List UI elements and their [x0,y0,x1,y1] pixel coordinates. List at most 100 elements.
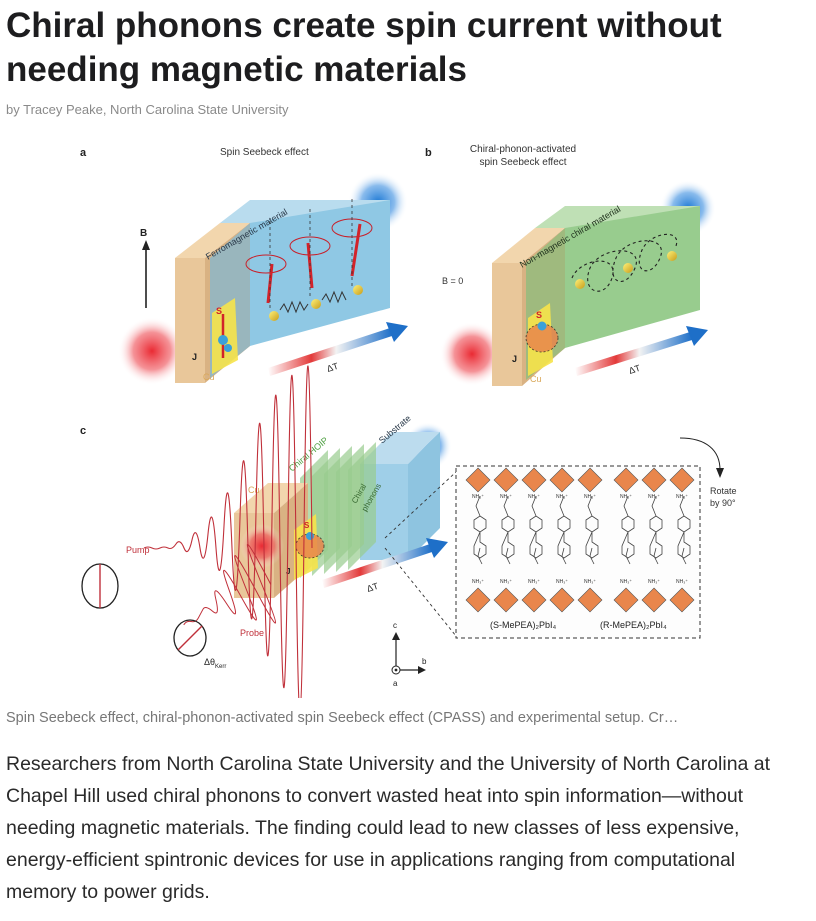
organic-chain-bonds-3 [557,495,571,565]
organic-chain-3: NH₃⁺NH₃⁺ [556,494,571,585]
panel-c-letter: c [80,425,86,437]
panel-b-title-line2: spin Seebeck effect [479,157,566,168]
organic-chain-5: NH₃⁺NH₃⁺ [620,494,635,585]
article-byline[interactable]: by Tracey Peake, North Carolina State Un… [6,102,289,117]
cu-block-top-b [492,228,565,263]
octahedron-0-7 [669,467,695,493]
probe-wave [183,544,277,626]
panel-b-title-line1: Chiral-phonon-activated [470,144,576,155]
probe-polarization [173,619,207,657]
octahedron-0-1 [493,467,519,493]
ball-a2 [311,299,321,309]
nh3-label-4-0: NH₃⁺ [584,494,596,500]
octahedron-0-0 [465,467,491,493]
b-field-arrowhead [142,240,150,250]
delta-t-label-b: ΔT [628,363,643,376]
nh3-label-1-0: NH₃⁺ [500,494,512,500]
nh3-label-5-1: NH₃⁺ [620,579,632,585]
octahedron-1-0 [465,587,491,613]
js-label-a: J [192,352,197,362]
axis-b-label: b [422,657,427,666]
s-mepea-label: (S-MePEA)₂PbI₄ [490,620,557,630]
octahedron-0-2 [521,467,547,493]
b-zero-label: B = 0 [442,276,463,286]
octahedron-0-6 [641,467,667,493]
kerr-subscript: Kerr [215,664,226,670]
chiral-side [565,206,700,348]
ball-b3 [667,251,677,261]
delta-t-arrow-a [268,328,392,376]
js-label-b: J [512,354,517,364]
rotate-arrowhead [716,468,724,478]
organic-chains: NH₃⁺ NH₃⁺ NH₃⁺ NH₃⁺ NH₃⁺ NH₃⁺ NH₃⁺ NH₃⁺ NH₃⁺ NH₃⁺… [472,494,691,585]
octahedron-0-3 [549,467,575,493]
organic-chain-7: NH₃⁺ NH₃⁺ [676,494,691,585]
axis-c-label: c [393,621,397,630]
nh3-label-3-1: NH₃⁺ [556,579,568,585]
precession-orbit-1 [245,254,287,274]
ball-a3 [353,285,363,295]
electron-a2 [224,344,232,352]
panel-a-title: Spin Seebeck effect [220,147,309,158]
cu-label-c: Cu [248,485,260,495]
nh3-label-0-1: NH₃⁺ [472,579,484,585]
phonon-rotation-b [525,323,559,353]
cu-block-top-c [234,483,308,513]
delta-t-arrowhead-a [386,322,408,342]
figure-caption[interactable]: Spin Seebeck effect, chiral-phonon-activ… [6,710,679,726]
nh3-label-0-0: NH₃⁺ [472,494,484,500]
delta-t-label-c: ΔT [366,581,381,594]
panel-b: b Chiral-phonon-activated spin Seebeck e… [425,144,716,386]
electron-c [306,532,314,540]
pump-label: Pump [126,545,150,555]
substrate-top [360,432,440,464]
octahedron-1-7 [669,587,695,613]
cu-label-a: Cu [203,372,215,382]
substrate-side [408,432,440,560]
organic-chain-2: NH₃⁺NH₃⁺ [528,494,543,585]
axis-c-arrowhead [392,632,400,640]
zoom-line-top [384,471,457,539]
nh3-label-6-1: NH₃⁺ [648,579,660,585]
figure-illustration[interactable]: a Spin Seebeck effect B Cu Ferromagnetic… [60,128,760,698]
axis-a-dot [394,668,398,672]
delta-t-arrow-c [322,544,432,588]
ball-a1 [269,311,279,321]
organic-chain-1: NH₃⁺ NH₃⁺ [500,494,515,585]
rotate-arrow [679,437,721,471]
octahedra-rows [465,467,695,613]
axis-a-label: a [393,679,398,688]
octahedron-1-4 [577,587,603,613]
cu-block-front-b [492,263,522,386]
delta-t-arrowhead-b [686,326,708,346]
s-label-b: S [536,310,542,320]
kerr-label: ΔθKerr [204,657,226,670]
organic-chain-bonds-0 [473,495,487,565]
b-field-label: B [140,228,147,239]
nh3-label-1-1: NH₃⁺ [500,579,512,585]
octahedron-1-5 [613,587,639,613]
ball-b2 [623,263,633,273]
octahedron-1-3 [549,587,575,613]
delta-t-arrow-b [575,332,692,376]
nh3-label-6-0: NH₃⁺ [648,494,660,500]
electron-b [537,321,547,331]
cu-block-front-a [175,258,205,383]
hot-spot-a [118,317,186,385]
organic-chain-bonds-6 [649,495,663,565]
cu-block-top-a [175,223,250,258]
spin-arrow-3 [350,223,362,277]
nh3-label-7-0: NH₃⁺ [676,494,688,500]
panel-b-letter: b [425,147,432,159]
octahedron-0-5 [613,467,639,493]
magnon-wave-a [279,290,347,314]
organic-chain-bonds-4 [585,495,599,565]
probe-label: Probe [240,628,264,638]
panel-a-letter: a [80,147,87,159]
s-label-a: S [216,306,222,316]
octahedron-1-1 [493,587,519,613]
r-mepea-label: (R-MePEA)₂PbI₄ [600,620,667,630]
nh3-label-7-1: NH₃⁺ [676,579,688,585]
article-body: Researchers from North Carolina State Un… [6,753,771,903]
